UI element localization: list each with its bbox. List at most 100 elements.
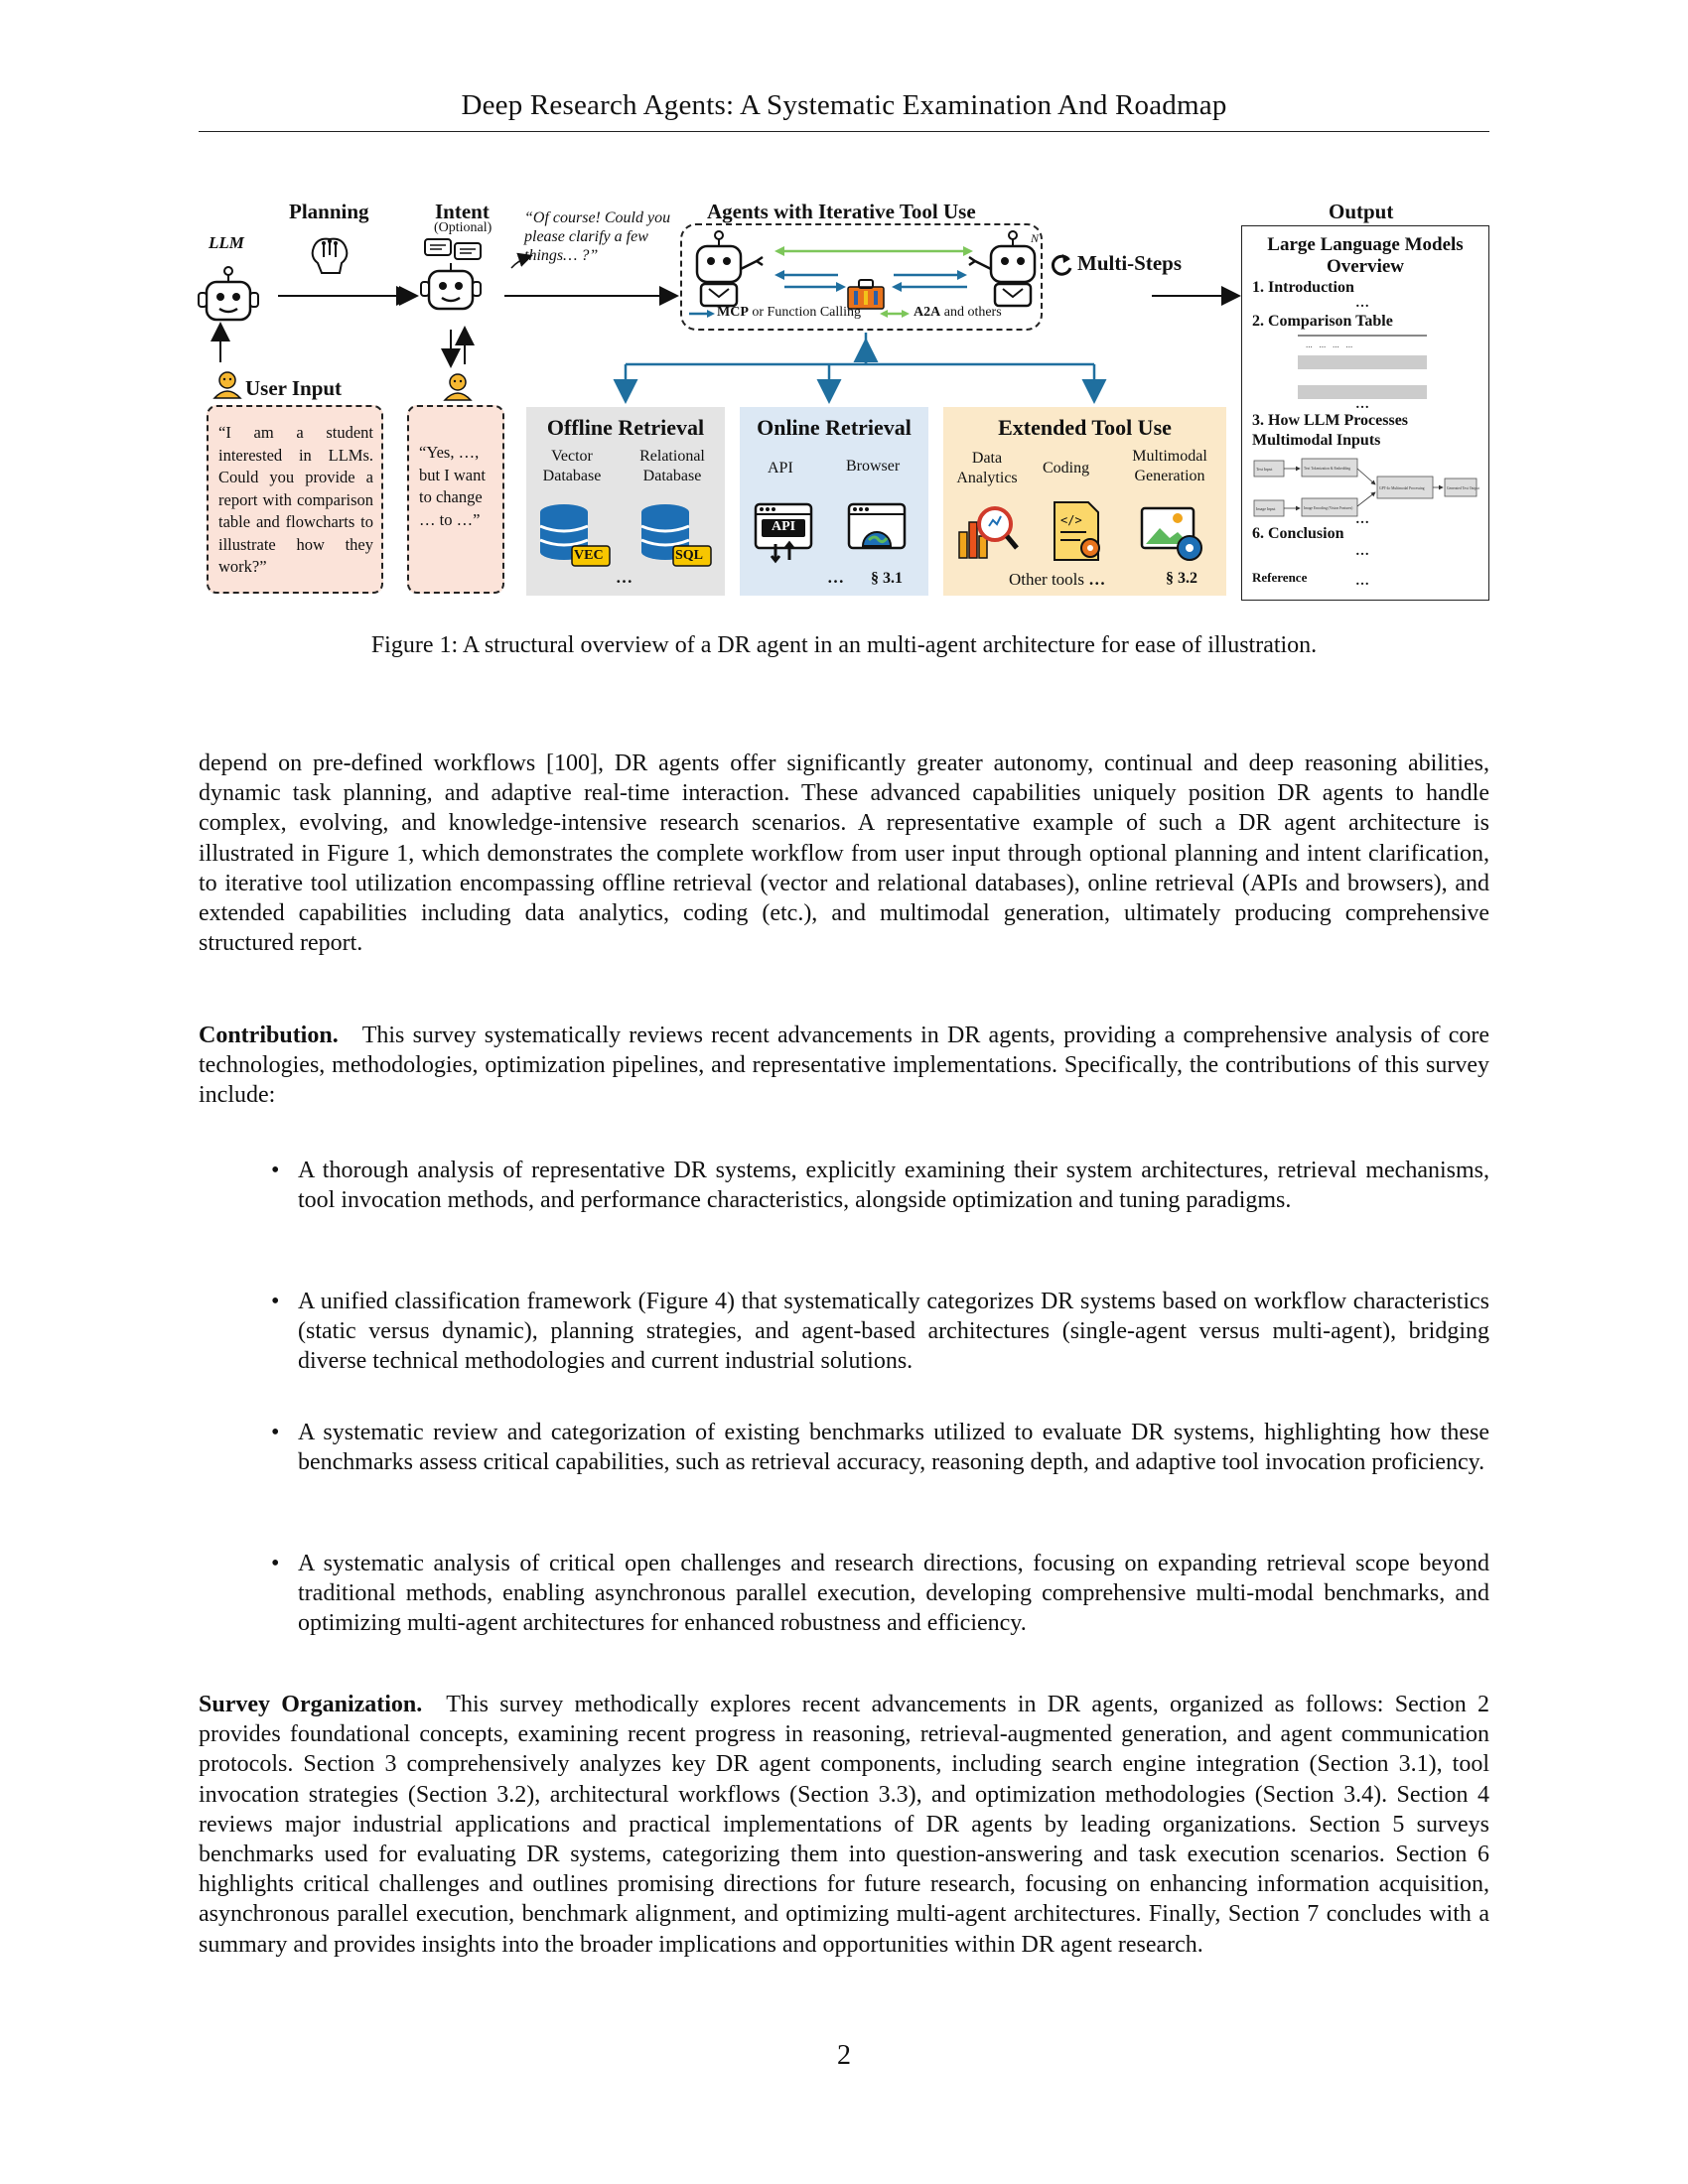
flow-text-input: Text Input — [1256, 467, 1273, 472]
vector-db-label: Vector Database — [542, 448, 602, 484]
output-item-3a: 3. How LLM Processes — [1252, 412, 1409, 429]
organization-text: This survey methodically explores recent… — [199, 1692, 1490, 1958]
planning-brain-icon — [311, 237, 349, 274]
output-item-1: 1. Introduction — [1252, 279, 1354, 296]
user-avatar-icon — [212, 371, 242, 399]
svg-text:... ... ... ...: ... ... ... ... — [1306, 340, 1352, 349]
output-item-2: 2. Comparison Table — [1252, 313, 1393, 330]
a2a-legend-rest: and others — [940, 305, 1002, 320]
vec-badge: VEC — [574, 548, 604, 563]
agent-robot-1-icon — [695, 230, 764, 308]
reply-quote-box — [407, 405, 504, 594]
a2a-legend: A2A and others — [914, 305, 1002, 321]
flow-image-input: Image Input — [1256, 506, 1276, 511]
multimodal-generation-icon — [1140, 506, 1202, 561]
bullet-1: A thorough analysis of representative DR… — [298, 1158, 1489, 1214]
figure-arrows — [211, 252, 1241, 404]
llm-label: LLM — [209, 233, 244, 252]
online-dots: … — [827, 568, 844, 587]
output-dots-4: … — [1355, 544, 1369, 559]
intent-optional: (Optional) — [434, 220, 492, 235]
multimodal-label: Multimodal Generation — [1132, 448, 1207, 484]
refresh-icon — [1051, 254, 1072, 276]
organization-heading: Survey Organization. — [199, 1692, 423, 1717]
body-paragraph-1: depend on pre-defined workflows [100], D… — [199, 751, 1489, 957]
output-dots-2: … — [1355, 397, 1369, 412]
output-item-6: 6. Conclusion — [1252, 525, 1344, 542]
figure-caption: Figure 1: A structural overview of a DR … — [370, 632, 1318, 658]
figure-1: Planning Intent (Optional) “Of course! C… — [198, 194, 1489, 611]
flowchart-icon: Text Input Text Tokenization & Embedding… — [1253, 458, 1479, 517]
intent-quote: “Of course! Could you please clarify a f… — [524, 209, 671, 264]
mcp-legend-rest: or Function Calling — [748, 305, 862, 320]
bullet-dot-2: • — [271, 1289, 280, 1314]
output-title-1: Large Language Models — [1267, 234, 1464, 255]
offline-retrieval-panel: Offline Retrieval Vector Database Relati… — [526, 407, 725, 596]
bullet-2: A unified classification framework (Figu… — [298, 1289, 1489, 1375]
user-quote-text: “I am a student interested in LLMs. Coul… — [218, 423, 373, 576]
flow-output: Generated Text Output — [1447, 486, 1479, 490]
reply-quote-text: “Yes, …, but I want to change … to …” — [419, 443, 486, 529]
agent-n-label: N — [1031, 231, 1040, 245]
output-title-2: Overview — [1326, 256, 1405, 277]
contribution-paragraph: Contribution. This survey systematically… — [199, 1021, 1489, 1111]
relational-db-label: Relational Database — [639, 448, 705, 484]
api-label: API — [768, 460, 793, 477]
bullet-4: A systematic analysis of critical open c… — [298, 1551, 1489, 1637]
output-dots-5: … — [1355, 574, 1369, 589]
agent-robot-n-icon — [968, 230, 1037, 308]
flow-image-enc: Image Encoding (Vision Features) — [1304, 506, 1353, 510]
extended-tool-panel: Extended Tool Use Data Analytics Coding … — [943, 407, 1226, 596]
online-retrieval-panel: Online Retrieval API Browser API … § 3.1 — [740, 407, 928, 596]
online-title: Online Retrieval — [757, 415, 912, 440]
output-reference: Reference — [1252, 570, 1308, 585]
contribution-text: This survey systematically reviews recen… — [199, 1023, 1489, 1109]
running-header: Deep Research Agents: A Systematic Exami… — [461, 89, 1227, 121]
extended-title: Extended Tool Use — [998, 415, 1172, 440]
llm-robot-icon — [198, 266, 259, 322]
header-rule — [199, 131, 1489, 132]
organization-paragraph: Survey Organization. This survey methodi… — [199, 1690, 1489, 1960]
other-tools-text: Other tools — [1009, 570, 1085, 589]
agents-box — [680, 223, 1043, 331]
user-avatar-2-icon — [443, 373, 473, 401]
flow-gpt: GPT-4o Multimodal Processing — [1379, 486, 1425, 490]
multi-steps-label: Multi-Steps — [1077, 251, 1182, 275]
mcp-legend-bold: MCP — [717, 305, 749, 320]
api-badge: API — [772, 519, 796, 534]
browser-label: Browser — [846, 458, 901, 475]
agents-label: Agents with Iterative Tool Use — [707, 200, 976, 223]
coding-label: Coding — [1043, 460, 1090, 477]
contribution-heading: Contribution. — [199, 1023, 339, 1048]
planning-label: Planning — [289, 200, 369, 223]
svg-text:</>: </> — [1060, 513, 1082, 527]
bullet-dot-3: • — [271, 1420, 280, 1445]
flow-tokenize: Text Tokenization & Embedding — [1304, 467, 1350, 471]
bullet-3: A systematic review and categorization o… — [298, 1420, 1489, 1476]
section-3-1: § 3.1 — [871, 570, 903, 587]
comparison-table-icon: ... ... ... ... — [1298, 335, 1427, 399]
a2a-legend-bold: A2A — [914, 305, 941, 320]
intent-label: Intent — [435, 200, 490, 223]
data-analytics-icon — [958, 506, 1019, 559]
coding-icon: </> — [1054, 501, 1100, 561]
other-tools-dots: … — [1088, 570, 1106, 589]
toolbox-icon — [847, 279, 885, 310]
a2a-arrow-icon — [880, 310, 910, 318]
output-item-3b: Multimodal Inputs — [1252, 432, 1381, 449]
other-tools-label: Other tools … — [1009, 570, 1105, 590]
sql-database-icon — [640, 504, 712, 567]
mcp-arrow-icon — [689, 310, 715, 318]
browser-globe-icon — [847, 502, 907, 550]
bullet-dot-1: • — [271, 1158, 280, 1183]
api-icon — [754, 502, 813, 564]
intent-robot-icon — [420, 238, 482, 311]
section-3-2: § 3.2 — [1166, 570, 1197, 587]
page-number: 2 — [837, 2040, 851, 2071]
agent-link-arrows — [774, 246, 973, 292]
output-dots-1: … — [1355, 296, 1369, 311]
user-quote-box — [207, 405, 383, 594]
offline-dots: … — [616, 568, 633, 587]
vector-database-icon — [539, 504, 611, 567]
sql-badge: SQL — [675, 548, 704, 563]
